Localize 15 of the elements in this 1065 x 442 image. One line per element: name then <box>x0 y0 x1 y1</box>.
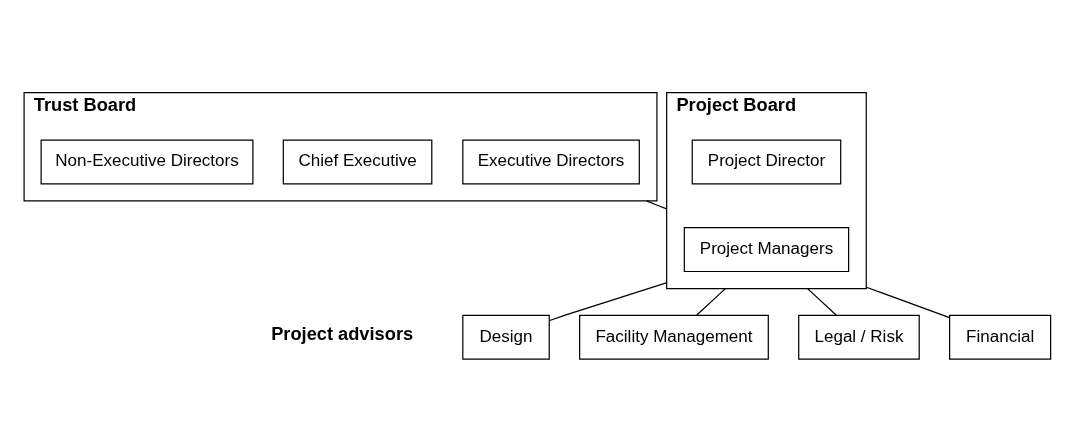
node-box: Legal / Risk <box>798 314 920 360</box>
node-box: Financial <box>949 314 1052 360</box>
node-box: Non-Executive Directors <box>40 139 254 185</box>
connector <box>806 287 837 316</box>
node-box: Design <box>462 314 550 360</box>
connector <box>865 286 951 319</box>
node-box: Project Managers <box>683 227 850 273</box>
label: Project advisors <box>271 323 414 345</box>
node-box: Chief Executive <box>282 139 433 185</box>
node-box: Project Director <box>691 139 842 185</box>
connector <box>549 282 668 322</box>
connector <box>645 200 668 210</box>
node-box: Facility Management <box>579 314 769 360</box>
connector <box>695 287 727 316</box>
node-box: Executive Directors <box>462 139 640 185</box>
